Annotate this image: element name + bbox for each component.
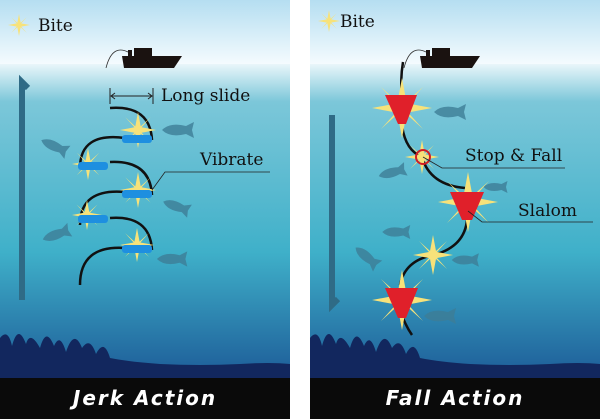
fall-action-illustration xyxy=(310,0,600,378)
falling-lures xyxy=(385,95,484,318)
stop-fall-leader-line xyxy=(422,156,565,169)
vibrate-label: Vibrate xyxy=(200,150,264,170)
jerk-action-panel: Bite Long slide Vibrate Jerk Action xyxy=(0,0,290,419)
jerk-action-illustration xyxy=(0,0,290,378)
vibrate-leader-line xyxy=(151,171,270,191)
long-slide-arrow-icon xyxy=(109,88,154,104)
slalom-label: Slalom xyxy=(518,201,578,221)
bite-legend-label: Bite xyxy=(340,12,375,32)
slalom-leader-line xyxy=(467,210,593,223)
up-arrow-icon xyxy=(19,74,31,300)
fall-action-panel: Bite Stop & Fall Slalom Fall Action xyxy=(310,0,600,419)
vibrating-lures xyxy=(78,135,152,253)
bite-legend-label: Bite xyxy=(38,16,73,36)
down-arrow-icon xyxy=(329,115,341,313)
stop-fall-label: Stop & Fall xyxy=(465,146,563,166)
stop-fall-marker xyxy=(415,149,431,165)
fall-action-title: Fall Action xyxy=(310,378,600,419)
long-slide-label: Long slide xyxy=(161,86,251,106)
jerk-action-title: Jerk Action xyxy=(0,378,290,419)
jerk-path xyxy=(78,106,154,286)
